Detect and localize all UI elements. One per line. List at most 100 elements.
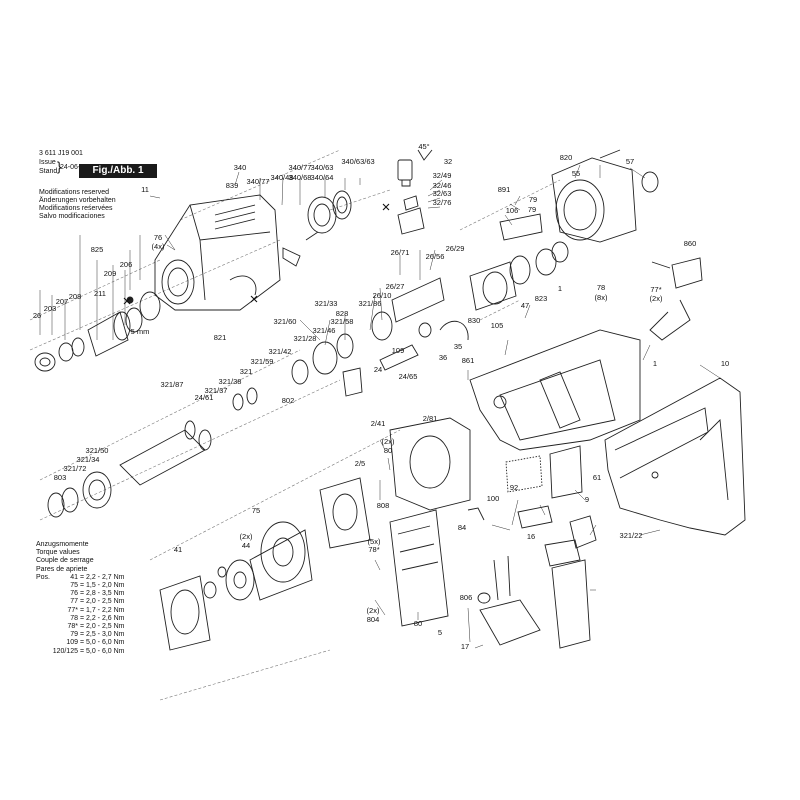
part-callout: 9	[584, 495, 590, 504]
battery-latch	[649, 257, 703, 341]
torque-equals: =	[79, 647, 85, 655]
torque-position: 77*	[67, 606, 78, 614]
part-callout: 1	[557, 284, 563, 293]
torque-title-line: Couple de serrage	[36, 557, 94, 565]
torque-row: 78*=2,0 - 2,5 Nm	[36, 623, 125, 631]
part-callout: 803	[53, 473, 67, 482]
leader-lines	[39, 164, 721, 649]
torque-row: 77=2,0 - 2,5 Nm	[36, 598, 124, 606]
part-callout: 26/56	[425, 252, 445, 261]
chuck-assembly	[34, 291, 161, 372]
torque-position: 109	[66, 639, 78, 647]
part-callout: 340/63/63	[341, 157, 375, 166]
part-callout: 80	[383, 446, 393, 455]
part-callout: 321/46	[312, 326, 336, 335]
part-callout: 41	[173, 545, 183, 554]
torque-title-line: Torque values	[36, 549, 80, 557]
issue-date: 24-06-24	[60, 164, 89, 171]
torque-value: 2,8 - 3,5 Nm	[86, 590, 125, 598]
torque-row: Pos.41=2,2 - 2,7 Nm	[36, 574, 125, 582]
part-callout: 321/37	[204, 386, 228, 395]
part-callout: (4x)	[151, 242, 165, 251]
part-callout: 321/38	[218, 377, 242, 386]
brush-parts	[397, 149, 433, 235]
torque-position: 79	[70, 631, 78, 639]
torque-value: 5,0 - 6,0 Nm	[86, 639, 125, 647]
part-callout: 32/46	[432, 181, 452, 190]
part-callout: 92	[509, 483, 519, 492]
part-callout: 203	[43, 304, 57, 313]
part-callout: 57	[625, 157, 635, 166]
part-callout: (5x)	[367, 537, 381, 546]
part-callout: 26/27	[385, 282, 405, 291]
part-callout: 321/22	[619, 531, 643, 540]
part-callout: 321/50	[85, 446, 109, 455]
part-callout: 36	[438, 353, 448, 362]
torque-position: 78	[70, 614, 78, 622]
part-callout: 321/60	[273, 317, 297, 326]
part-callout: 2/5	[354, 459, 366, 468]
part-callout: 55	[571, 169, 581, 178]
part-callout: 804	[366, 615, 380, 624]
torque-equals: =	[79, 614, 85, 622]
part-callout: 100	[486, 494, 500, 503]
part-callout: (2x)	[381, 437, 395, 446]
torque-value: 1,5 - 2,0 Nm	[86, 582, 125, 590]
modifications-notice: Modifications reserved Änderungen vorbeh…	[39, 189, 116, 221]
part-callout: (2x)	[239, 532, 253, 541]
part-callout: 802	[281, 396, 295, 405]
part-callout: 11	[141, 185, 149, 194]
torque-value: 1,7 - 2,2 Nm	[86, 606, 125, 614]
part-callout: 16	[526, 532, 536, 541]
torque-row: 79=2,5 - 3,0 Nm	[36, 631, 124, 639]
part-callout: 78	[596, 283, 606, 292]
part-callout: 79	[527, 205, 537, 214]
gearbox-parts	[342, 213, 569, 397]
part-callout: 321/33	[314, 299, 338, 308]
part-callout: 78*	[368, 545, 380, 554]
torque-value: 2,0 - 2,5 Nm	[86, 623, 125, 631]
part-callout: 32/49	[432, 171, 452, 180]
part-callout: 208	[68, 292, 82, 301]
torque-row: 109=5,0 - 6,0 Nm	[36, 639, 125, 647]
part-callout: 340/48	[270, 173, 294, 182]
part-callout: 24/61	[194, 393, 214, 402]
part-callout: 32	[443, 157, 453, 166]
part-callout: 26/71	[390, 248, 410, 257]
part-callout: 80	[413, 619, 423, 628]
armature-and-fan	[159, 521, 313, 651]
modifications-line: Änderungen vorbehalten	[39, 197, 116, 204]
torque-position: 75	[70, 582, 78, 590]
part-callout: 32/63	[432, 189, 452, 198]
torque-position: 78*	[67, 623, 78, 631]
torque-equals: =	[79, 598, 85, 606]
part-callout: 321/34	[76, 455, 100, 464]
part-callout: 76	[153, 233, 163, 242]
torque-values-table: Anzugsmomente Torque values Couple de se…	[36, 541, 125, 656]
part-callout: 211	[94, 289, 106, 298]
part-callout: 17	[460, 642, 470, 651]
right-housing-half	[604, 377, 746, 536]
part-callout: 839	[225, 181, 239, 190]
part-callout: 24	[373, 365, 383, 374]
part-callout: 340/63	[310, 163, 334, 172]
gear-housing	[154, 194, 281, 311]
part-callout: 47	[520, 301, 530, 310]
part-callout: 321/72	[63, 464, 87, 473]
guide-lines	[29, 149, 561, 701]
torque-equals: =	[79, 623, 85, 631]
modifications-line: Salvo modificaciones	[39, 213, 105, 220]
part-callout: (8x)	[594, 293, 608, 302]
part-callout: 105	[490, 321, 504, 330]
torque-row: 75=1,5 - 2,0 Nm	[36, 582, 125, 590]
bracket: }	[57, 159, 62, 174]
part-callout: 861	[461, 356, 475, 365]
part-callout: (2x)	[649, 294, 663, 303]
part-callout: 321/28	[293, 334, 317, 343]
torque-position: 76	[70, 590, 78, 598]
trigger-and-switch	[467, 505, 597, 649]
part-callout: 820	[559, 153, 573, 162]
part-callout: 26/10	[372, 291, 392, 300]
part-callout: 109	[391, 346, 405, 355]
